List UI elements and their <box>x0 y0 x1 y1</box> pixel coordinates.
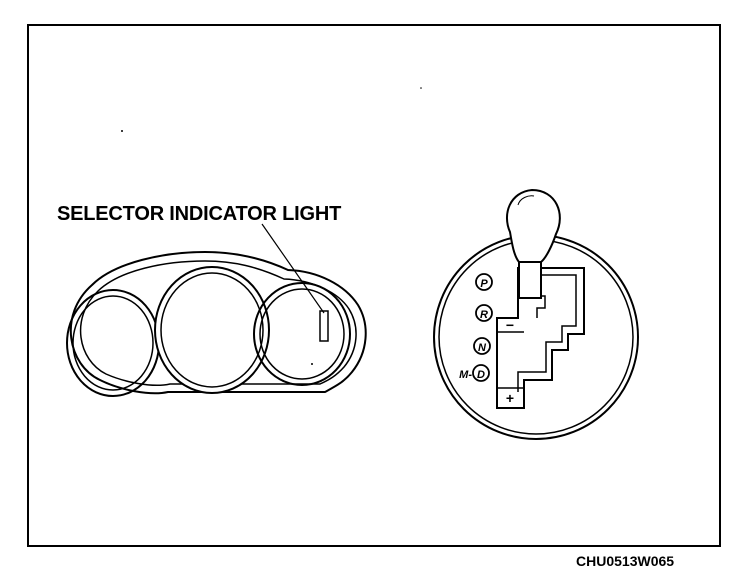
shift-knob <box>506 188 561 263</box>
selector-indicator-light-label: SELECTOR INDICATOR LIGHT <box>57 203 342 225</box>
gear-d-letter: D <box>477 369 485 381</box>
center-gauge-inner <box>160 272 264 388</box>
gear-d-marker <box>472 364 490 382</box>
cluster-housing-inner <box>79 260 357 387</box>
figure-code: CHU0513W065 <box>576 553 675 569</box>
gear-n-marker <box>473 337 491 355</box>
gear-r-marker <box>475 304 493 322</box>
cluster-housing-outer <box>69 250 367 395</box>
gear-p-letter: P <box>480 278 488 290</box>
center-gauge-outer <box>154 266 270 394</box>
speck <box>420 87 422 89</box>
gear-n-letter: N <box>478 342 487 354</box>
shift-knob-highlight <box>517 195 535 206</box>
gear-p-marker <box>475 273 493 291</box>
shift-gate-panel <box>433 188 639 440</box>
speck <box>311 363 313 365</box>
minus-symbol: − <box>506 317 514 333</box>
left-gauge-outer <box>66 289 160 397</box>
shift-lever-shaft <box>518 257 542 299</box>
right-gauge-inner <box>259 288 345 380</box>
selector-indicator-light <box>319 310 329 342</box>
callout-leader-line <box>261 223 325 314</box>
gear-r-letter: R <box>480 309 488 321</box>
left-gauge-inner <box>72 295 154 391</box>
figure-frame <box>27 24 721 547</box>
plus-symbol: + <box>506 390 514 406</box>
manual-mode-prefix: M- <box>459 369 472 381</box>
speck <box>121 130 123 132</box>
gear-position-markers: P R N D M- − + <box>459 273 514 406</box>
right-gauge-outer <box>253 282 351 386</box>
instrument-cluster <box>66 223 367 397</box>
